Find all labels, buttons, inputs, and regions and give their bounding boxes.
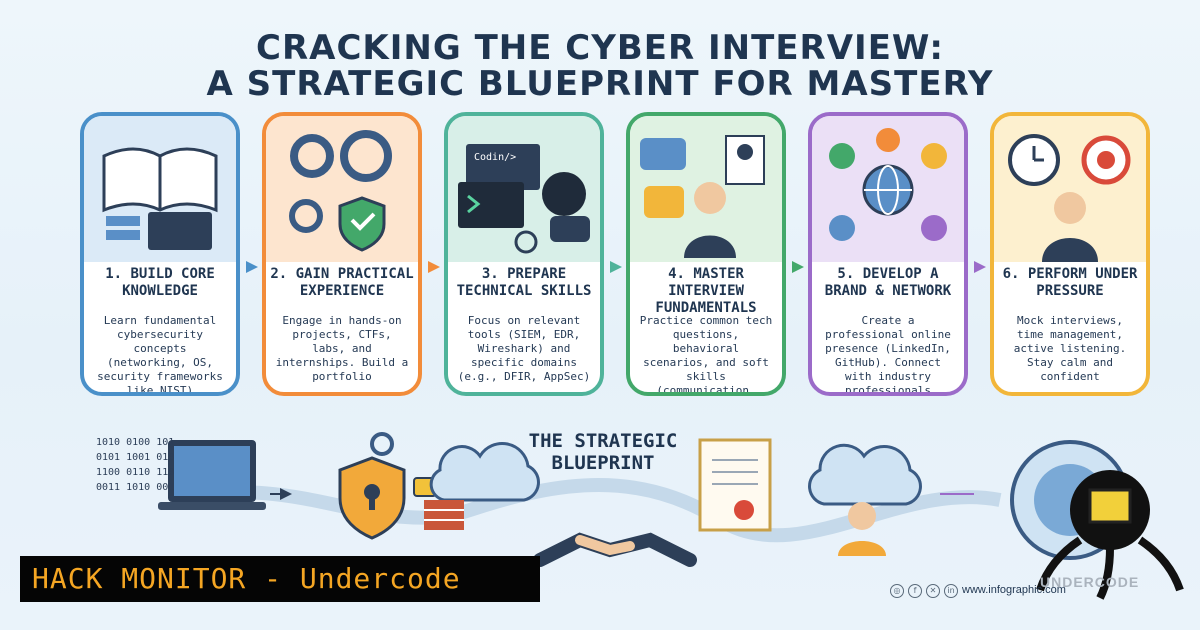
arrow-right-icon xyxy=(974,261,986,273)
step-label: 5. DEVELOP A BRAND & NETWORK xyxy=(824,266,952,299)
code-window-label: Codin/> xyxy=(474,152,516,163)
blueprint-label: THE STRATEGIC BLUEPRINT xyxy=(528,430,678,474)
arrow-right-icon xyxy=(428,261,440,273)
step-card-1: 1. BUILD CORE KNOWLEDGE Learn fundamenta… xyxy=(80,112,240,396)
step-label: 3. PREPARE TECHNICAL SKILLS xyxy=(456,266,592,299)
svg-text:1010 0100 101: 1010 0100 101 xyxy=(96,437,174,448)
linkedin-icon[interactable]: in xyxy=(944,584,958,598)
svg-text:1100 0110 110: 1100 0110 110 xyxy=(96,467,174,478)
gears-shield-icon xyxy=(266,116,418,262)
certificate-icon xyxy=(698,438,772,532)
step-description: Learn fundamental cybersecurity concepts… xyxy=(97,314,223,396)
step-label: 2. GAIN PRACTICAL EXPERIENCE xyxy=(270,266,414,299)
undercode-logo: UNDERCODE xyxy=(1040,574,1140,590)
page-title-line1: CRACKING THE CYBER INTERVIEW: xyxy=(256,28,944,68)
step-description: Engage in hands-on projects, CTFs, labs,… xyxy=(275,314,409,383)
svg-text:0011 1010 001: 0011 1010 001 xyxy=(96,482,174,493)
network-globe-icon xyxy=(812,116,964,262)
svg-text:0101 1001 010: 0101 1001 010 xyxy=(96,452,174,463)
open-book-laptop-icon xyxy=(84,116,236,262)
step-card-3: Codin/> 3. PREPARE TECHNICAL SKILLS Focu… xyxy=(444,112,604,396)
handshake-icon xyxy=(533,532,697,567)
step-label: 6. PERFORM UNDER PRESSURE xyxy=(1002,266,1138,299)
instagram-icon[interactable]: ◎ xyxy=(890,584,904,598)
step-description: Practice common tech questions, behavior… xyxy=(639,314,773,396)
arrow-right-icon xyxy=(610,261,622,273)
interview-chat-icon xyxy=(630,116,782,262)
arrow-right-icon xyxy=(246,261,258,273)
facebook-icon[interactable]: f xyxy=(908,584,922,598)
cloud-icon xyxy=(429,442,540,502)
footer-url[interactable]: www.infographic.com xyxy=(962,584,1066,596)
step-card-5: 5. DEVELOP A BRAND & NETWORK Create a pr… xyxy=(808,112,968,396)
target-robot-icon xyxy=(1010,440,1184,600)
terminal-hacker-icon: Codin/> xyxy=(448,116,600,262)
step-card-4: 4. MASTER INTERVIEW FUNDAMENTALS Practic… xyxy=(626,112,786,396)
step-card-6: 6. PERFORM UNDER PRESSURE Mock interview… xyxy=(990,112,1150,396)
step-label: 4. MASTER INTERVIEW FUNDAMENTALS xyxy=(655,266,757,316)
watermark-banner: HACK MONITOR - Undercode xyxy=(20,556,540,602)
clock-target-icon xyxy=(994,116,1146,262)
step-description: Mock interviews, time management, active… xyxy=(1013,314,1127,383)
step-description: Focus on relevant tools (SIEM, EDR, Wire… xyxy=(457,314,591,383)
x-icon[interactable]: ✕ xyxy=(926,584,940,598)
arrow-right-icon xyxy=(792,261,804,273)
cloud-network-icon xyxy=(808,443,922,556)
laptop-binary-icon: 1010 0100 101 0101 1001 010 1100 0110 11… xyxy=(96,437,266,510)
firewall-icon xyxy=(424,500,464,530)
step-description: Create a professional online presence (L… xyxy=(825,314,951,396)
step-label: 1. BUILD CORE KNOWLEDGE xyxy=(105,266,215,299)
step-card-2: 2. GAIN PRACTICAL EXPERIENCE Engage in h… xyxy=(262,112,422,396)
page-title-line2: A STRATEGIC BLUEPRINT FOR MASTERY xyxy=(206,64,994,104)
